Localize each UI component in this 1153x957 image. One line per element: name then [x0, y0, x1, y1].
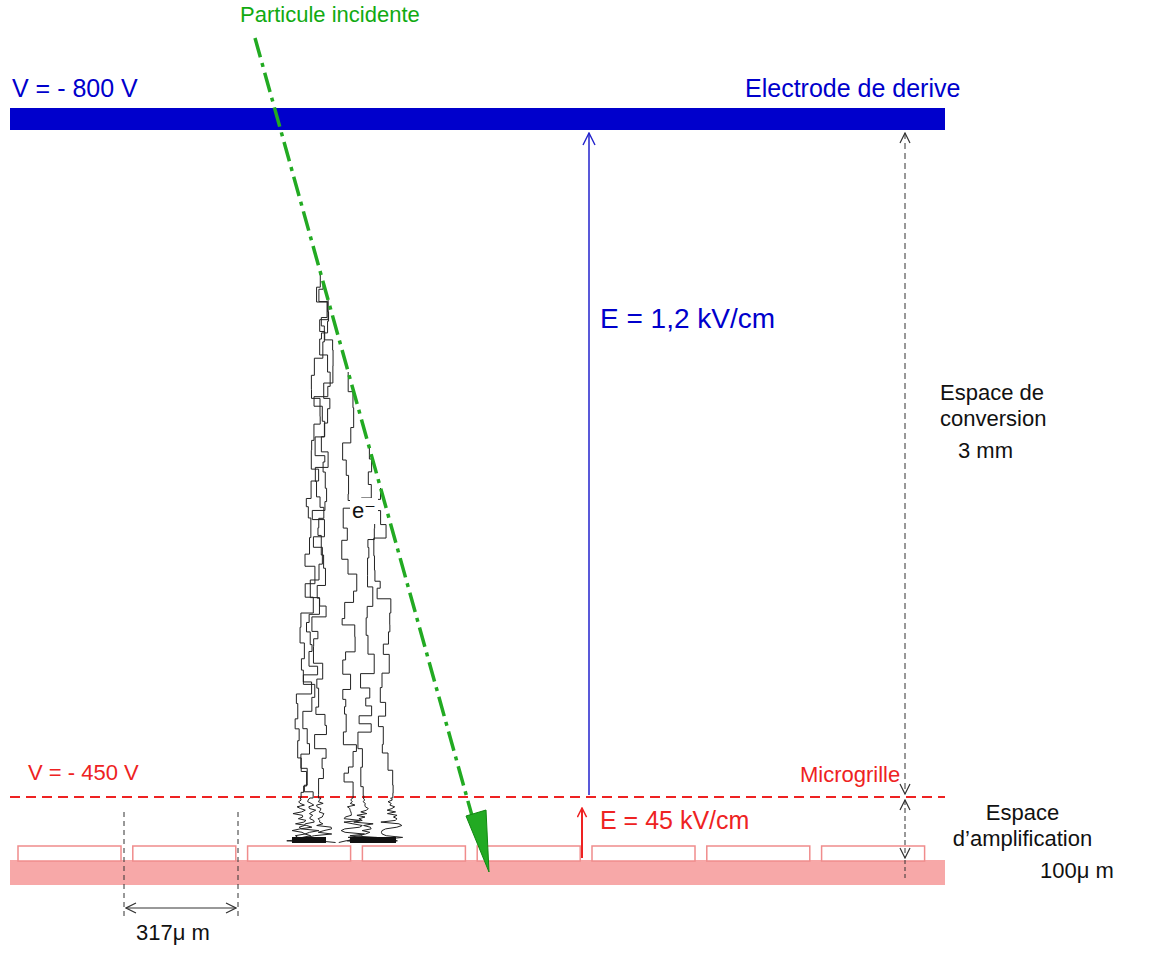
- electron-path: [307, 798, 335, 843]
- amplification-field-arrow: [581, 808, 583, 858]
- readout-strip: [248, 846, 351, 861]
- pitch-extension-line: [124, 812, 125, 918]
- electron-label: e⁻: [350, 498, 378, 524]
- electrode-label: Electrode de derive: [745, 74, 960, 104]
- dimension-label: 100μ m: [1040, 858, 1114, 884]
- field-label: E = 1,2 kV/cm: [600, 302, 775, 335]
- dimension-extension: [905, 860, 906, 878]
- readout-strip: [707, 846, 810, 861]
- dimension-label: 317μ m: [136, 920, 210, 946]
- avalanche: [292, 837, 326, 843]
- readout-strip: [592, 846, 695, 861]
- electron-path: [347, 798, 376, 843]
- particle-label: Particule incidente: [240, 2, 420, 28]
- readout-strip: [822, 846, 925, 861]
- conversion-gap-dimension: [905, 133, 906, 794]
- gap-label: Espace de conversion: [940, 380, 1090, 432]
- gap-label: Espace d’amplification: [930, 800, 1115, 852]
- electron-path: [295, 798, 324, 843]
- electron-path: [374, 488, 393, 798]
- pitch-extension-line: [238, 812, 239, 918]
- micromesh-label: Microgrille: [800, 762, 900, 788]
- particle-arrowhead: [466, 810, 489, 872]
- drift-electrode: [10, 108, 945, 130]
- electron-path: [301, 300, 333, 798]
- micromesh: [10, 796, 945, 798]
- amplification-gap-dimension: [905, 800, 906, 858]
- particle-track: [255, 38, 476, 830]
- electron-path: [342, 372, 357, 798]
- electron-path: [312, 282, 330, 798]
- dimension-label: 3 mm: [958, 438, 1013, 464]
- voltage-label: V = - 450 V: [28, 760, 139, 786]
- readout-strips: [18, 846, 925, 861]
- readout-plane: [10, 860, 945, 885]
- readout-strip: [18, 846, 121, 861]
- readout-strip: [477, 846, 580, 861]
- avalanche: [350, 837, 396, 843]
- electron-path: [381, 798, 403, 843]
- electron-path: [287, 798, 315, 843]
- voltage-label: V = - 800 V: [12, 74, 138, 104]
- readout-strip: [362, 846, 465, 861]
- field-label: E = 45 kV/cm: [600, 806, 749, 836]
- electron-path: [295, 272, 327, 798]
- drift-field-arrow: [588, 133, 590, 795]
- readout-strip: [133, 846, 236, 861]
- pitch-dimension: [126, 908, 236, 909]
